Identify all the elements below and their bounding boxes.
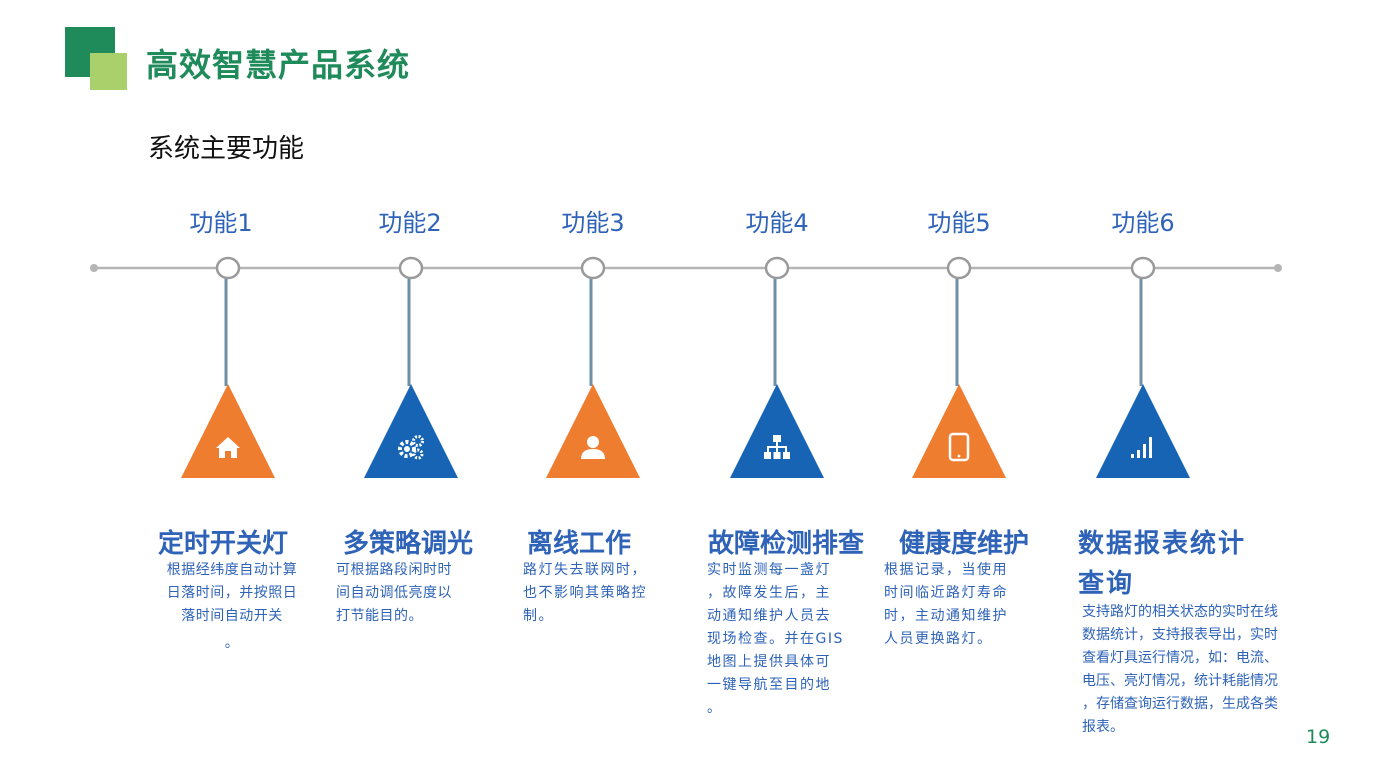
- function-title-1: 定时开关灯: [158, 529, 289, 559]
- signal-bars-icon: [1128, 432, 1158, 462]
- description-line: 电压、亮灯情况，统计耗能情况: [1082, 673, 1278, 689]
- function-description-5: 根据记录，当使用 时间临近路灯寿命 时，主动通知维护 人员更换路灯。: [884, 559, 1054, 651]
- function-title-2: 多策略调光: [343, 529, 474, 559]
- function-description-6: 支持路灯的相关状态的实时在线 数据统计，支持报表导出，实时 查看灯具运行情况，如…: [1082, 601, 1342, 739]
- timeline-node-6: [1130, 256, 1156, 280]
- function-description-1: 根据经纬度自动计算 日落时间，并按照日 落时间自动开关 。: [152, 559, 312, 655]
- home-icon: [213, 432, 243, 462]
- description-line: 一键导航至目的地: [707, 677, 831, 693]
- description-line: 落时间自动开关: [181, 608, 283, 624]
- description-line: 时，主动通知维护: [884, 608, 1008, 624]
- page-number: 19: [1306, 726, 1331, 748]
- function-badge-3: [546, 384, 640, 478]
- description-line: 根据记录，当使用: [884, 562, 1008, 578]
- description-line: 间自动调低亮度以: [336, 585, 452, 601]
- function-badge-5: [912, 384, 1006, 478]
- timeline-end-left: [90, 264, 98, 272]
- description-line: 可根据路段闲时时: [336, 562, 452, 578]
- function-title-6-line-2: 查询: [1078, 569, 1135, 599]
- timeline-node-1: [215, 256, 241, 280]
- description-line: 实时监测每一盏灯: [707, 562, 831, 578]
- user-icon: [578, 432, 608, 462]
- function-label-3: 功能3: [561, 209, 625, 237]
- function-title-3: 离线工作: [527, 529, 632, 559]
- description-line: 数据统计，支持报表导出，实时: [1082, 627, 1278, 643]
- function-label-5: 功能5: [927, 209, 991, 237]
- timeline-end-right: [1274, 264, 1282, 272]
- description-line: 动通知维护人员去: [707, 608, 831, 624]
- description-line: ，存储查询运行数据，生成各类: [1082, 696, 1278, 712]
- description-line: 根据经纬度自动计算: [166, 562, 298, 578]
- description-line: 现场检查。并在GIS: [707, 631, 844, 647]
- description-line: 打节能目的。: [336, 608, 423, 624]
- description-line: 支持路灯的相关状态的实时在线: [1082, 604, 1278, 620]
- function-title-6: 数据报表统计: [1078, 529, 1247, 559]
- section-subtitle: 系统主要功能: [148, 134, 305, 164]
- timeline-node-2: [398, 256, 424, 280]
- function-label-6: 功能6: [1111, 209, 1175, 237]
- function-badge-4: [730, 384, 824, 478]
- logo-light-square: [90, 53, 127, 90]
- description-line: 日落时间，并按照日: [166, 585, 298, 601]
- timeline-node-3: [580, 256, 606, 280]
- description-line: 报表。: [1082, 719, 1124, 735]
- description-line: 路灯失去联网时，: [523, 562, 647, 578]
- description-line: 。: [224, 635, 240, 651]
- function-badge-1: [181, 384, 275, 478]
- function-badge-2: [364, 384, 458, 478]
- description-line: 制。: [523, 608, 554, 624]
- function-label-4: 功能4: [745, 209, 809, 237]
- function-description-3: 路灯失去联网时， 也不影响其策略控 制。: [523, 559, 693, 628]
- timeline-node-4: [764, 256, 790, 280]
- description-line: ，故障发生后，主: [707, 585, 831, 601]
- function-title-5: 健康度维护: [899, 529, 1030, 559]
- function-description-4: 实时监测每一盏灯 ，故障发生后，主 动通知维护人员去 现场检查。并在GIS 地图…: [707, 559, 877, 720]
- tablet-icon: [944, 432, 974, 462]
- description-line: 。: [707, 700, 723, 716]
- description-line: 时间临近路灯寿命: [884, 585, 1008, 601]
- page-title: 高效智慧产品系统: [146, 46, 411, 84]
- function-description-2: 可根据路段闲时时 间自动调低亮度以 打节能目的。: [336, 559, 496, 628]
- gears-icon: [396, 432, 426, 462]
- function-badge-6: [1096, 384, 1190, 478]
- description-line: 也不影响其策略控: [523, 585, 647, 601]
- sitemap-icon: [762, 432, 792, 462]
- description-line: 查看灯具运行情况，如：电流、: [1082, 650, 1278, 666]
- description-line: 地图上提供具体可: [707, 654, 831, 670]
- timeline-node-5: [946, 256, 972, 280]
- function-label-2: 功能2: [378, 209, 442, 237]
- function-label-1: 功能1: [189, 209, 253, 237]
- function-title-4: 故障检测排查: [708, 529, 865, 559]
- description-line: 人员更换路灯。: [884, 631, 993, 647]
